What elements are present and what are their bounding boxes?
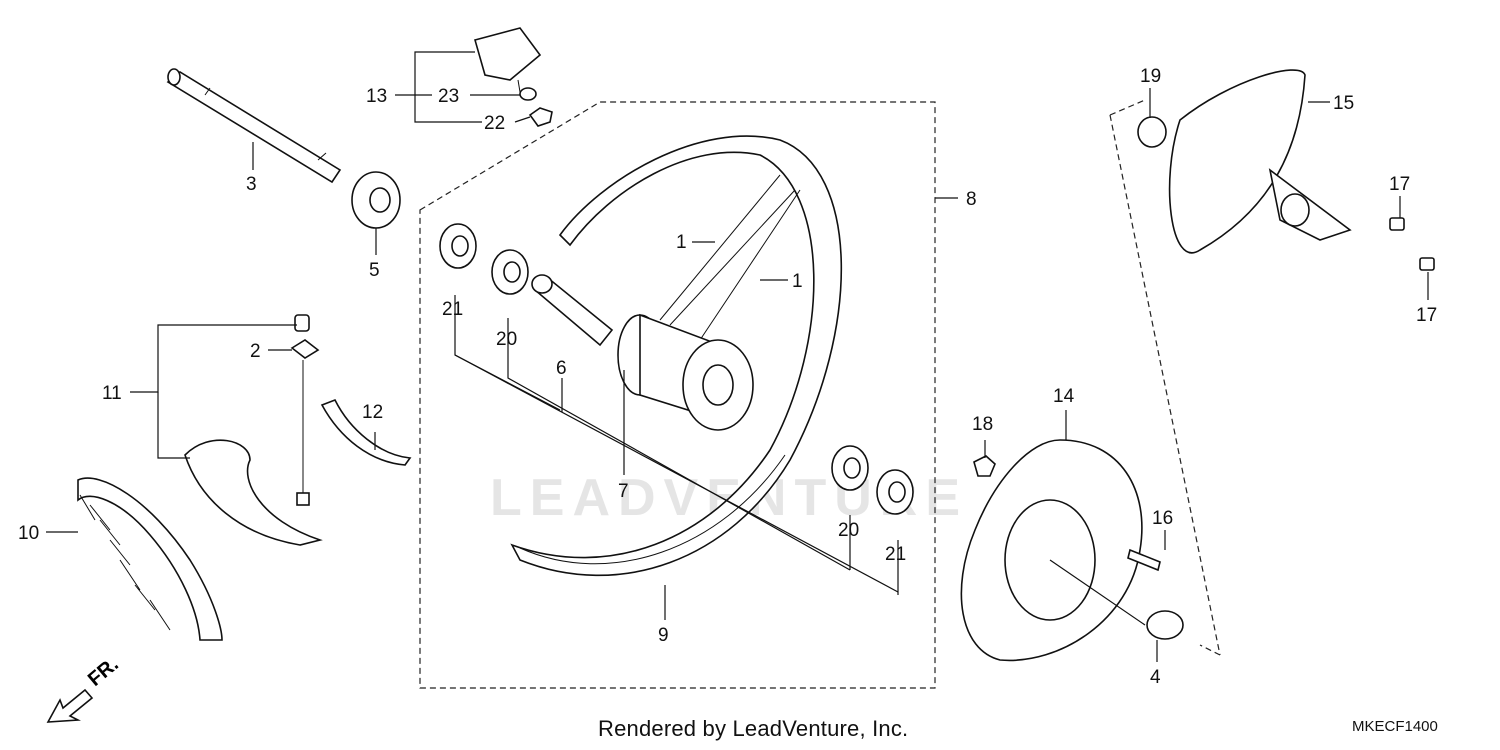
callout-22: 22 [484,113,505,134]
guard-collar-19 [1137,116,1167,148]
callout-7: 7 [618,481,629,502]
callout-15: 15 [1333,93,1354,114]
callout-13: 13 [366,86,387,107]
callout-17a: 17 [1389,174,1410,195]
front-direction-arrow [46,688,94,723]
callout-21a: 21 [442,299,463,320]
callout-20b: 20 [838,520,859,541]
callout-1b: 1 [792,271,803,292]
axle-collar [351,171,401,229]
callout-5: 5 [369,260,380,281]
bearing-20-left [491,249,529,295]
callout-19: 19 [1140,66,1161,87]
rim-band [320,398,412,466]
bearing-21-left [439,223,477,269]
rim-lock [474,27,553,127]
disc-guard [1168,69,1352,254]
bearing-21-right [876,469,914,515]
callout-labels: 1 1 2 3 4 5 6 7 8 9 10 11 12 13 14 15 16… [18,66,1437,688]
callout-14: 14 [1053,386,1075,407]
valve-cap [290,314,320,359]
callout-9: 9 [658,625,669,646]
spokes [659,174,801,341]
callout-10: 10 [18,523,39,544]
hub [617,313,754,431]
callout-16: 16 [1152,508,1173,529]
disc-bolt-16 [1127,548,1161,572]
callout-2: 2 [250,341,261,362]
front-axle [166,68,342,184]
wheel-assembly-boundary [419,101,936,689]
inner-tube [184,360,323,546]
callout-20a: 20 [496,329,517,350]
rendered-by-text: Rendered by LeadVenture, Inc. [598,716,909,741]
guard-bolt-17a [1389,217,1405,231]
guard-bolt-17b [1419,257,1435,271]
callout-8: 8 [966,189,977,210]
callout-1a: 1 [676,232,687,253]
diagram-code: MKECF1400 [1352,718,1438,735]
spacer-4 [1146,610,1184,640]
callout-3: 3 [246,174,257,195]
callout-11: 11 [102,383,122,404]
rim [510,135,843,577]
disc-guard-boundary-3 [1199,644,1221,656]
disc-guard-boundary-2 [1109,99,1146,116]
disc-nut-18 [973,455,996,477]
disc-guard-boundary [1109,114,1221,656]
callout-6: 6 [556,358,567,379]
bearing-20-right [831,445,869,491]
callout-17b: 17 [1416,305,1437,326]
callout-21b: 21 [885,544,906,565]
leader-lines [46,51,1429,662]
callout-4: 4 [1150,667,1161,688]
tire [77,477,223,641]
distance-collar [531,274,614,347]
callout-18: 18 [972,414,993,435]
callout-23: 23 [438,86,459,107]
callout-12: 12 [362,402,383,423]
